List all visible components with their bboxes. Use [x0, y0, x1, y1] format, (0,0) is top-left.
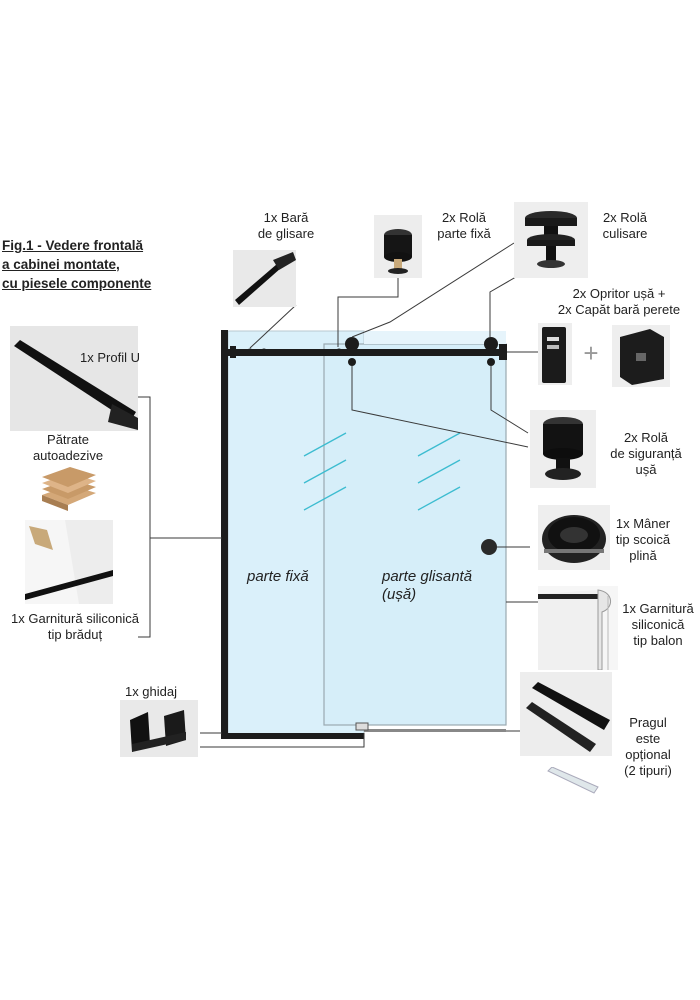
sliding-panel-text-1: parte glisantă: [382, 568, 472, 586]
fir-gasket-label-line-2: tip brăduț: [0, 627, 150, 643]
guide-icon: [120, 700, 198, 757]
bottom-frame: [221, 733, 364, 739]
safety-roller-right: [487, 358, 495, 366]
handle-knob: [481, 539, 497, 555]
fixed-roller-label-line-2: parte fixă: [428, 226, 500, 242]
plus-sign: +: [578, 340, 604, 366]
plus-sign-text: +: [578, 340, 604, 366]
threshold-profile-photo: [520, 672, 612, 756]
bar-end-cap-right: [499, 344, 507, 360]
guide-photo: [120, 700, 198, 757]
slide-bar-photo: [233, 250, 296, 307]
fixed-roller-label-line-1: 2x Rolă: [428, 210, 500, 226]
handle-label: 1x Mâner tip scoică plină: [608, 516, 678, 564]
safety-roller-label-line-3: ușă: [604, 462, 688, 478]
sliding-panel-text-2: (ușă): [382, 586, 472, 604]
door-stop-icon: [538, 323, 572, 385]
balloon-gasket-label-line-2: siliconică: [619, 617, 697, 633]
threshold-label-line-2: este: [612, 731, 684, 747]
adhesive-squares-icon: [40, 467, 98, 513]
sliding-panel-label: parte glisantă (ușă): [382, 568, 472, 604]
door-stop-label: 2x Opritor ușă + 2x Capăt bară perete: [540, 286, 698, 318]
fixed-roller-label: 2x Rolă parte fixă: [428, 210, 500, 242]
door-stop-label-line-2: 2x Capăt bară perete: [540, 302, 698, 318]
handle-label-line-1: 1x Mâner: [608, 516, 678, 532]
balloon-gasket-photo: [538, 586, 618, 670]
sliding-roller-photo: [514, 202, 588, 278]
slide-bar-label: 1x Bară de glisare: [248, 210, 324, 242]
fixed-panel-label: parte fixă: [247, 568, 309, 586]
threshold-label-line-4: (2 tipuri): [612, 763, 684, 779]
sliding-roller-right: [484, 337, 498, 351]
wall-end-cap-icon: [612, 325, 670, 387]
handle-icon: [538, 505, 610, 570]
sliding-roller-label-line-2: culisare: [590, 226, 660, 242]
sliding-roller-icon: [514, 202, 588, 278]
bar-fixing-dot-3: [336, 349, 343, 356]
bar-end-cap-left: [230, 346, 236, 358]
safety-roller-label-line-2: de siguranță: [604, 446, 688, 462]
u-profile-label-text: 1x Profil U: [74, 350, 146, 366]
slide-bar-label-line-2: de glisare: [248, 226, 324, 242]
sliding-roller-label: 2x Rolă culisare: [590, 210, 660, 242]
fixed-panel-text: parte fixă: [247, 568, 309, 586]
door-stop-photo: [538, 323, 572, 385]
handle-label-line-2: tip scoică: [608, 532, 678, 548]
threshold-profile-icon: [520, 672, 612, 756]
balloon-gasket-label-line-3: tip balon: [619, 633, 697, 649]
bar-fixing-dot-1: [247, 349, 254, 356]
threshold-line: [364, 729, 506, 732]
u-profile-label: 1x Profil U: [74, 350, 146, 366]
slide-bar-label-line-1: 1x Bară: [248, 210, 324, 226]
fixed-roller-photo: [374, 215, 422, 278]
sliding-glass-panel: [324, 344, 506, 725]
fir-gasket-icon: [25, 520, 113, 604]
left-wall-profile: [221, 330, 228, 739]
door-stop-label-line-1: 2x Opritor ușă +: [540, 286, 698, 302]
sliding-bar: [228, 349, 506, 356]
guide-label-text: 1x ghidaj: [116, 684, 186, 700]
safety-roller-icon: [530, 410, 596, 488]
fixed-roller-icon: [374, 215, 422, 278]
balloon-gasket-label-line-1: 1x Garnitură: [619, 601, 697, 617]
threshold-glass-photo: [546, 767, 600, 795]
balloon-gasket-label: 1x Garnitură siliconică tip balon: [619, 601, 697, 649]
handle-photo: [538, 505, 610, 570]
safety-roller-label-line-1: 2x Rolă: [604, 430, 688, 446]
safety-roller-left: [348, 358, 356, 366]
threshold-label-line-3: opțional: [612, 747, 684, 763]
wall-end-cap-photo: [612, 325, 670, 387]
threshold-label-line-1: Pragul: [612, 715, 684, 731]
balloon-gasket-icon: [538, 586, 618, 670]
adhesive-squares-label-line-2: autoadezive: [20, 448, 116, 464]
fir-gasket-label: 1x Garnitură siliconică tip brăduț: [0, 611, 150, 643]
sliding-roller-left: [345, 337, 359, 351]
u-profile-icon: [10, 326, 138, 431]
adhesive-squares-label: Pătrate autoadezive: [20, 432, 116, 464]
fir-gasket-label-line-1: 1x Garnitură siliconică: [0, 611, 150, 627]
sliding-roller-label-line-1: 2x Rolă: [590, 210, 660, 226]
safety-roller-label: 2x Rolă de siguranță ușă: [604, 430, 688, 478]
adhesive-squares-photo: [40, 467, 98, 513]
guide-label: 1x ghidaj: [116, 684, 186, 700]
threshold-glass-icon: [546, 767, 600, 795]
bar-fixing-dot-2: [261, 349, 268, 356]
fir-gasket-photo: [25, 520, 113, 604]
handle-label-line-3: plină: [608, 548, 678, 564]
adhesive-squares-label-line-1: Pătrate: [20, 432, 116, 448]
threshold-label: Pragul este opțional (2 tipuri): [612, 715, 684, 779]
safety-roller-photo: [530, 410, 596, 488]
u-profile-photo: [10, 326, 138, 431]
slide-bar-icon: [233, 250, 296, 307]
bottom-guide: [356, 723, 368, 730]
